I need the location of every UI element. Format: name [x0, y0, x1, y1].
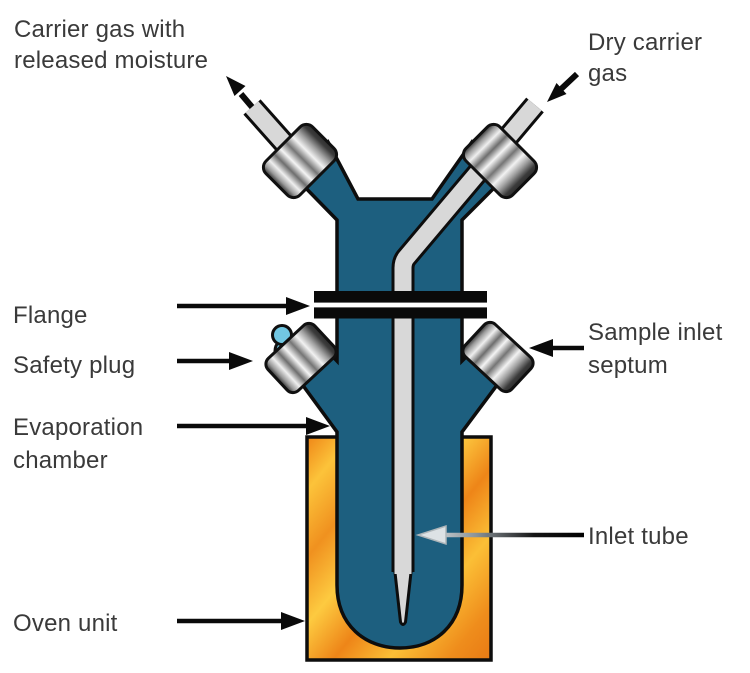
left-fitting: [261, 122, 339, 200]
safety-plug-arrow: [177, 352, 253, 370]
carrier-gas-arrow: [226, 76, 255, 109]
label-inlet-tube: Inlet tube: [588, 523, 689, 550]
inlet-tube-shape: [391, 97, 544, 626]
label-safety-plug: Safety plug: [13, 352, 136, 379]
right-fitting: [461, 122, 539, 200]
dry-carrier-gas-arrow: [547, 71, 580, 102]
label-oven-unit: Oven unit: [13, 610, 118, 637]
label-dry-carrier-gas: Dry carrier gas: [588, 29, 703, 87]
flange-shape: [314, 291, 487, 319]
inlet-tube-arrow: [415, 524, 584, 546]
evaporation-chamber-arrow: [177, 417, 330, 435]
label-flange: Flange: [13, 302, 88, 329]
flange-arrow: [177, 297, 310, 315]
label-carrier-gas-out: Carrier gas with released moisture: [14, 16, 209, 74]
label-evaporation-chamber: Evaporation chamber: [13, 414, 144, 474]
oven-unit-arrow: [177, 612, 305, 630]
label-sample-inlet-septum: Sample inlet septum: [588, 319, 723, 379]
sample-inlet-septum-arrow: [529, 339, 584, 357]
septum-cap: [461, 320, 535, 394]
safety-plug-cap: [264, 321, 338, 395]
